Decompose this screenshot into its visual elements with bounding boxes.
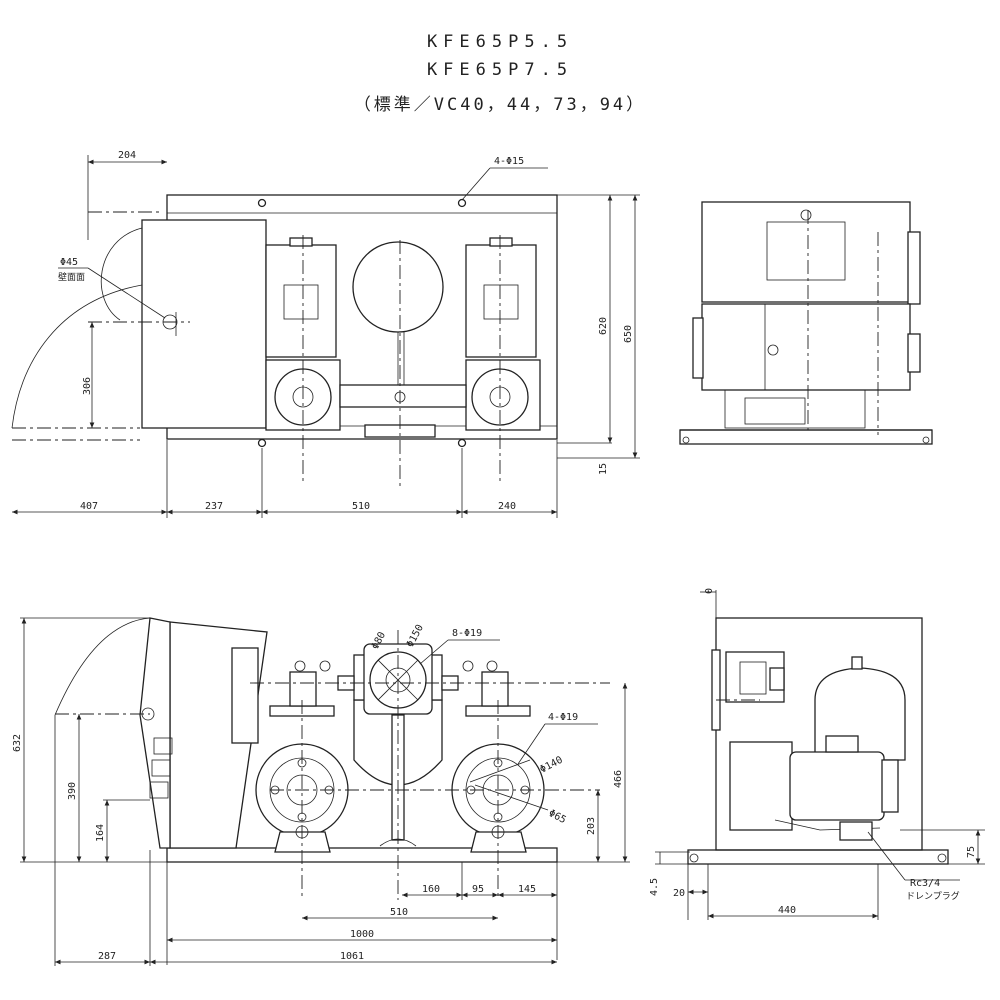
phi45-label: Φ45 <box>60 257 78 268</box>
phi65-label: Φ65 <box>547 808 568 826</box>
dim-145: 145 <box>518 884 536 895</box>
plan-view: 204 4-Φ15 Φ45 壁面面 306 620 650 15 407 <box>11 150 640 518</box>
pump-holes-label: 4-Φ19 <box>548 712 578 723</box>
dim-1000: 1000 <box>350 929 374 940</box>
dim-75: 75 <box>966 846 977 858</box>
dim-407: 407 <box>80 501 98 512</box>
nameplate <box>766 221 846 281</box>
dim-15: 15 <box>598 463 609 475</box>
model-title-2: KFE65P7.5 <box>426 60 574 80</box>
header-pipe <box>339 384 467 408</box>
front-base <box>166 847 558 863</box>
dim-160: 160 <box>422 884 440 895</box>
dim-95: 95 <box>472 884 484 895</box>
dim-204: 204 <box>118 150 136 161</box>
drain-plug: ドレンプラグ <box>906 890 960 902</box>
motor-right <box>465 244 537 358</box>
dim-306: 306 <box>82 377 93 395</box>
side-base <box>687 849 949 865</box>
pressure-tank <box>352 241 444 333</box>
dim-4-5: 4.5 <box>649 878 660 896</box>
dim-390: 390 <box>67 782 78 800</box>
dim-164: 164 <box>95 824 106 842</box>
dim-1061: 1061 <box>340 951 364 962</box>
dim-203: 203 <box>586 817 597 835</box>
pump-body-side <box>701 303 911 391</box>
holes-label: 4-Φ15 <box>494 156 524 167</box>
phi45-note: 壁面面 <box>58 271 85 283</box>
model-variants: （標準／VC40，44，73，94） <box>353 95 647 115</box>
side-motor <box>789 751 885 821</box>
side-view-lower: 0 75 4.5 20 440 Rc3/4 ドレンプラグ <box>649 588 985 920</box>
drain-size: Rc3/4 <box>910 878 940 889</box>
dim-287: 287 <box>98 951 116 962</box>
dim-620: 620 <box>598 317 609 335</box>
dim-510: 510 <box>352 501 370 512</box>
dim-510-front: 510 <box>390 907 408 918</box>
dim-237: 237 <box>205 501 223 512</box>
dim-632: 632 <box>12 734 23 752</box>
control-panel <box>141 219 267 429</box>
dim-0: 0 <box>704 588 715 594</box>
phi140-label: Φ140 <box>538 755 564 776</box>
side-view-upper <box>679 201 933 445</box>
dim-466: 466 <box>613 770 624 788</box>
dim-440: 440 <box>778 905 796 916</box>
door-swing-arc <box>100 227 143 321</box>
model-title-1: KFE65P5.5 <box>426 32 574 52</box>
base-side <box>679 429 933 445</box>
dim-650: 650 <box>623 325 634 343</box>
flange-holes-label: 8-Φ19 <box>452 628 482 639</box>
front-view: 8-Φ19 Φ150 Φ80 4-Φ19 Φ140 Φ65 632 390 16… <box>12 617 630 966</box>
dim-240: 240 <box>498 501 516 512</box>
dim-20: 20 <box>673 888 685 899</box>
motor-left <box>265 244 337 358</box>
